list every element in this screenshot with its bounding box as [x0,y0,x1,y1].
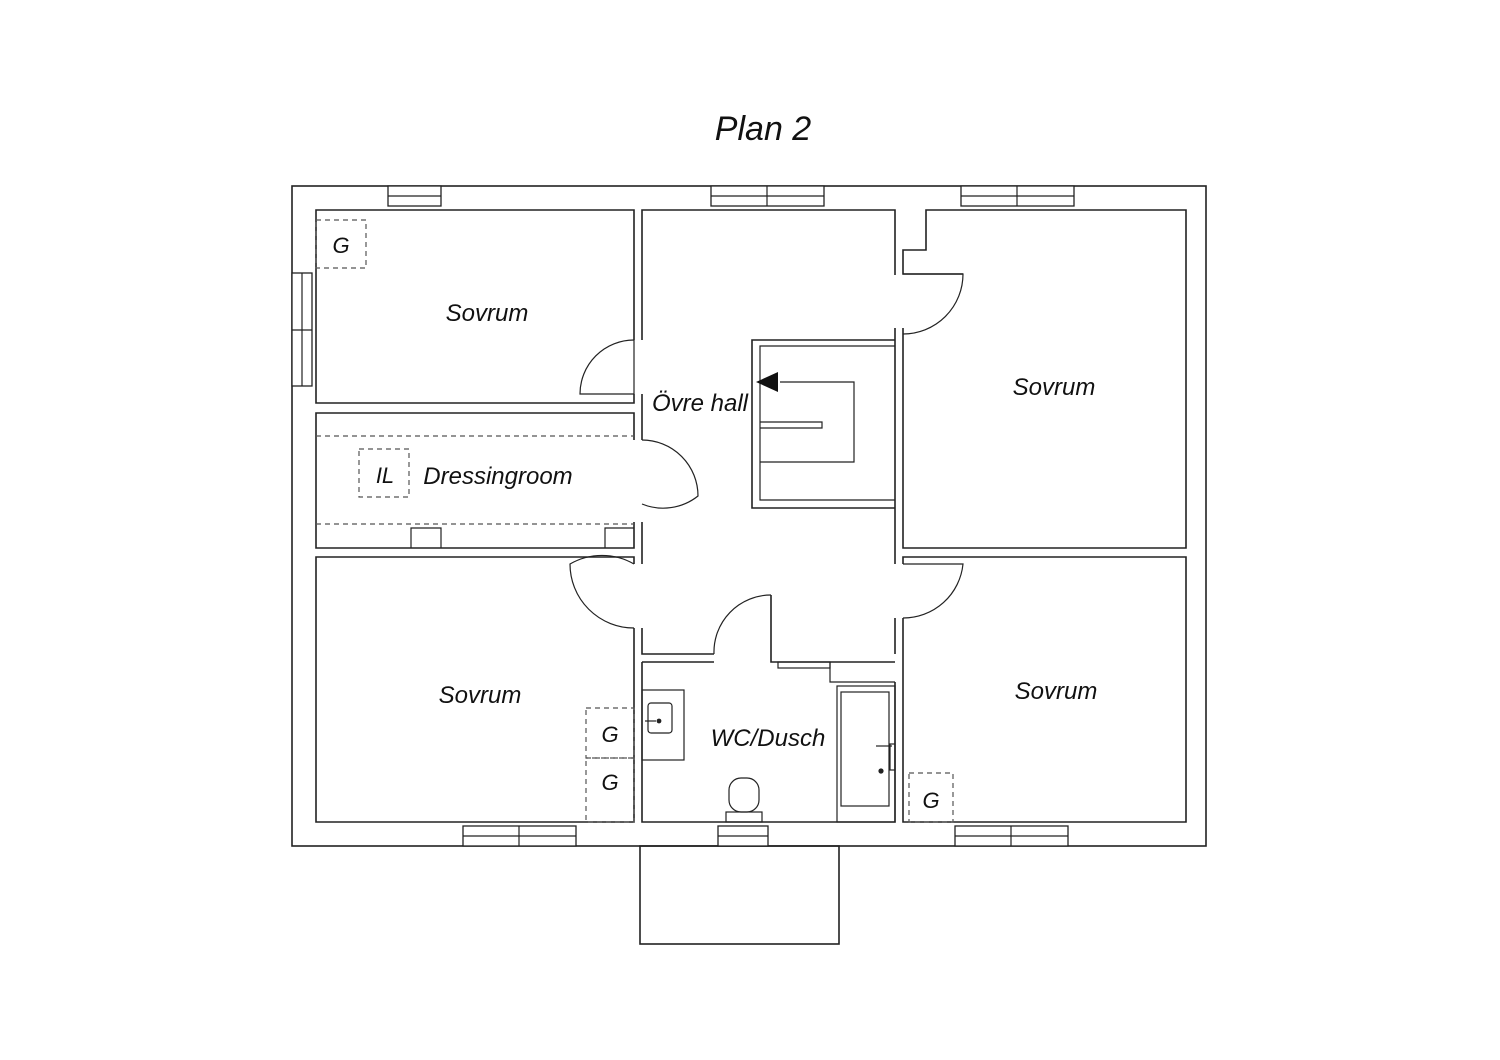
room-label-bedroom-bottom-right: Sovrum [1015,678,1098,705]
door-arc-bedroom-bottom-left [569,554,635,629]
door-arc-bedroom-top-right [902,273,964,335]
door-arc-dressing [641,439,699,509]
window-top-center [710,185,825,207]
plan-title: Plan 2 [715,110,811,148]
shower-tub [836,685,896,823]
room-label-bedroom-right-top: Sovrum [1013,374,1096,401]
wardrobe-top-left [315,219,367,269]
toilet [725,777,763,823]
window-bottom-right [954,825,1069,847]
doors [569,273,964,655]
window-bottom-left [462,825,577,847]
window-bottom-bath [717,825,769,847]
wardrobe-markers [315,219,954,823]
marker-label-g-bottom-right: G [922,788,939,813]
staircase [751,339,895,509]
window-top-left [387,185,442,207]
window-top-right [960,185,1075,207]
door-arc-bedroom-top-left [579,339,635,395]
room-label-dressing-room: Dressingroom [423,463,572,490]
bathroom-fixtures [641,661,896,823]
balcony [639,845,840,945]
marker-label-g-bottom-left-2: G [601,770,618,795]
room-label-bedroom-top-left: Sovrum [446,300,529,327]
marker-label-g-top-left: G [332,233,349,258]
stair-arrow-icon [756,372,778,392]
door-arc-bedroom-bottom-right [902,563,964,619]
room-label-bedroom-bottom-left: Sovrum [439,682,522,709]
interior-walls [315,209,1187,823]
wardrobe-bottom-right [908,772,954,823]
door-arc-bathroom [713,594,772,655]
room-label-upper-hall: Övre hall [652,390,749,417]
wardrobe-bottom-left-2 [585,757,635,823]
room-label-bathroom: WC/Dusch [711,725,826,752]
windows [291,185,1075,847]
il-box [358,448,410,498]
window-left [291,272,313,387]
wardrobe-bottom-left-1 [585,707,635,759]
dressing-fixtures [316,435,634,548]
bath-vent [777,661,831,669]
marker-label-il: IL [376,463,394,488]
marker-label-g-bottom-left-1: G [601,722,618,747]
sink [641,689,685,761]
